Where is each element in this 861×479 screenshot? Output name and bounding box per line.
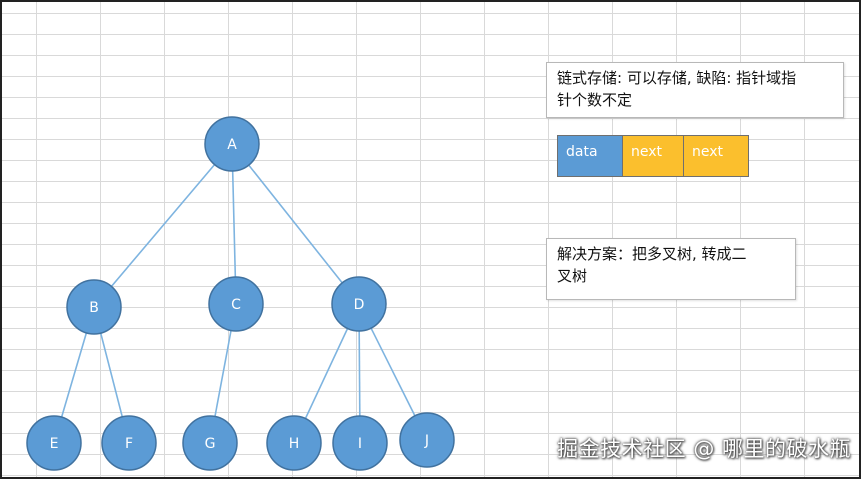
node-circle <box>399 412 455 468</box>
node-label: I <box>358 436 362 452</box>
node-circle <box>204 116 260 172</box>
node-label: J <box>424 433 429 449</box>
tree-nodes: A B C D E F G H I J <box>26 116 455 471</box>
tree-node-f: F <box>101 415 157 471</box>
data-cell: data <box>558 136 623 176</box>
node-label: F <box>125 436 133 452</box>
node-circle <box>332 415 388 471</box>
node-label: A <box>227 137 237 153</box>
watermark: 掘金技术社区 @ 哪里的破水瓶 <box>557 437 851 461</box>
tree-node-h: H <box>266 415 322 471</box>
edge-a-d <box>231 143 360 305</box>
linked-list-node: data next next <box>557 135 749 177</box>
tree-node-d: D <box>331 276 387 332</box>
tree-node-e: E <box>26 415 82 471</box>
solution-note: 解决方案：把多叉树, 转成二 叉树 <box>546 238 796 300</box>
linked-storage-note-line2: 针个数不定 <box>557 91 633 109</box>
node-label: B <box>89 300 99 316</box>
linked-storage-note: 链式存储: 可以存储, 缺陷: 指针域指 针个数不定 <box>546 62 844 118</box>
node-circle <box>101 415 157 471</box>
node-label: H <box>289 436 300 452</box>
node-circle <box>182 415 238 471</box>
node-label: G <box>205 436 216 452</box>
linked-storage-note-line1: 链式存储: 可以存储, 缺陷: 指针域指 <box>557 69 797 87</box>
next-pointer-cell: next <box>684 136 748 176</box>
tree-node-c: C <box>208 276 264 332</box>
tree-node-a: A <box>204 116 260 172</box>
node-circle <box>208 276 264 332</box>
tree-node-g: G <box>182 415 238 471</box>
next-pointer-cell: next <box>623 136 684 176</box>
node-circle <box>66 279 122 335</box>
solution-note-line2: 叉树 <box>557 267 588 285</box>
node-label: E <box>50 436 59 452</box>
node-circle <box>331 276 387 332</box>
node-circle <box>26 415 82 471</box>
node-circle <box>266 415 322 471</box>
node-label: D <box>354 297 365 313</box>
tree-node-j: J <box>399 412 455 468</box>
solution-note-line1: 解决方案：把多叉树, 转成二 <box>557 245 747 263</box>
node-label: C <box>231 297 241 313</box>
tree-node-i: I <box>332 415 388 471</box>
edge-a-b <box>93 143 233 308</box>
tree-node-b: B <box>66 279 122 335</box>
